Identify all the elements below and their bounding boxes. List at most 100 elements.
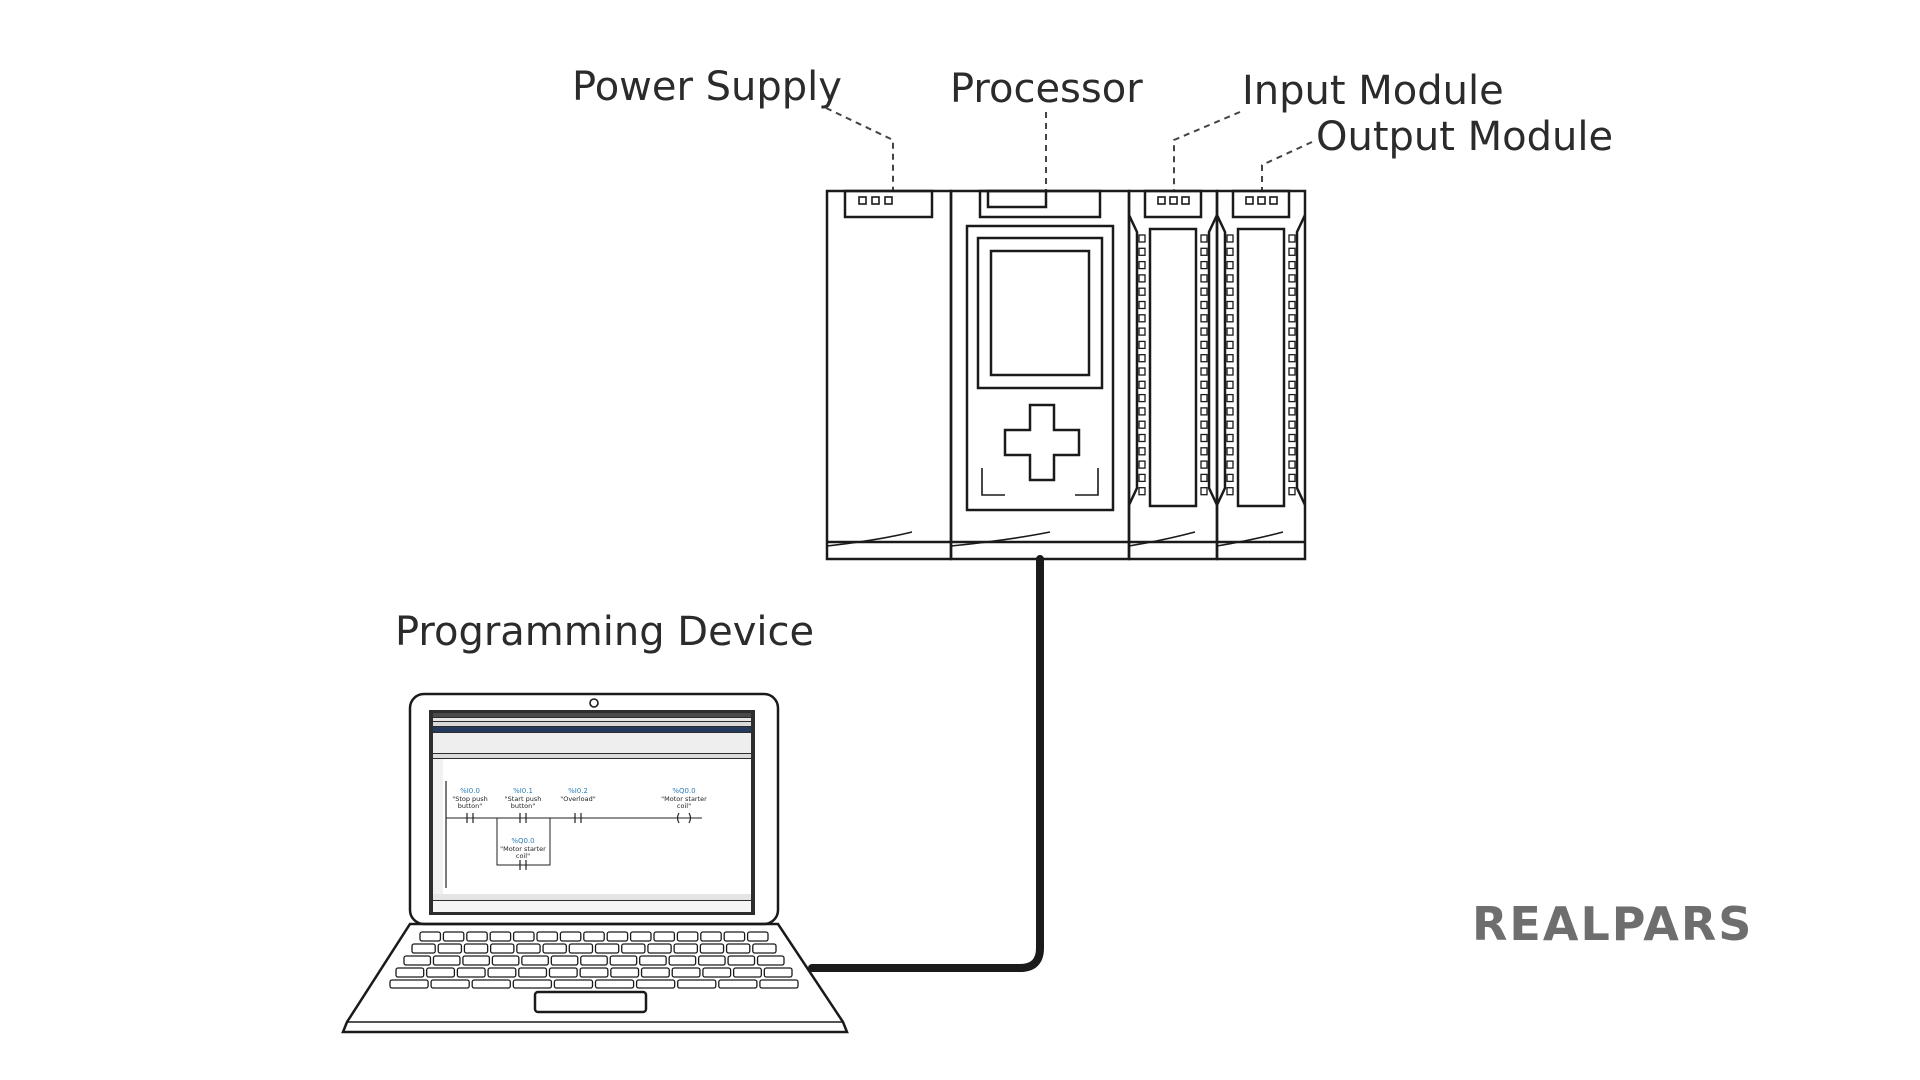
- keyboard-key: [548, 967, 578, 978]
- terminal-pin: [1226, 393, 1234, 403]
- keyboard-key: [718, 979, 758, 989]
- keyboard-key: [594, 979, 635, 989]
- input-module-leader: [1173, 111, 1241, 190]
- terminal-pin: [1138, 367, 1146, 376]
- terminal-pin: [1138, 274, 1146, 283]
- keyboard-key: [759, 979, 799, 989]
- keyboard-key: [580, 955, 608, 966]
- keyboard-key: [677, 979, 717, 989]
- keyboard-key: [763, 967, 793, 978]
- terminal-pin: [1138, 393, 1146, 403]
- terminal-pin: [1226, 380, 1234, 389]
- keyboard-key: [647, 943, 672, 954]
- terminal-pin: [1288, 300, 1296, 310]
- terminal-pin: [1200, 447, 1208, 456]
- terminal-pin: [1288, 247, 1296, 256]
- contact-name-1: "Start push: [505, 795, 542, 803]
- keyboard-key: [752, 943, 777, 954]
- terminal-pin: [1200, 487, 1208, 496]
- branch-name-2: coil": [516, 852, 530, 860]
- terminal-pin: [1200, 327, 1208, 336]
- terminal-pin: [1226, 314, 1234, 323]
- keyboard-key: [462, 955, 491, 966]
- terminal-pin: [1138, 247, 1146, 256]
- terminal-pin: [1226, 487, 1234, 496]
- contact-name-1: "Motor starter: [661, 795, 707, 803]
- branch-address: %Q0.0: [511, 837, 534, 845]
- terminal-pin: [1288, 340, 1296, 350]
- keyboard-key: [609, 955, 638, 966]
- terminal-pin: [1138, 473, 1146, 483]
- contact-address: %Q0.0: [672, 787, 695, 795]
- keyboard-key: [697, 955, 726, 966]
- power-supply-module: [825, 189, 953, 561]
- keyboard-key: [746, 931, 769, 942]
- terminal-pin: [1288, 234, 1296, 243]
- keyboard-key: [635, 979, 676, 989]
- keyboard-key: [389, 979, 429, 989]
- keyboard-key: [653, 931, 676, 942]
- keyboard-key: [732, 967, 762, 978]
- keyboard-key: [512, 979, 553, 989]
- contact-name-1: "Overload": [560, 795, 596, 803]
- terminal-pin: [1138, 487, 1146, 496]
- terminal-pin: [1226, 354, 1234, 363]
- keyboard-key: [676, 931, 699, 942]
- terminal-pin: [1226, 420, 1234, 429]
- keyboard-key: [542, 943, 567, 954]
- keyboard-key: [700, 931, 722, 942]
- keyboard-key: [521, 955, 549, 966]
- terminal-pin: [1288, 393, 1296, 403]
- terminal-pin: [1288, 260, 1296, 270]
- contact-address: %I0.1: [513, 787, 533, 795]
- d-pad-icon: [1003, 403, 1081, 482]
- terminal-pin: [1138, 407, 1146, 416]
- terminal-pin: [1226, 433, 1234, 443]
- keyboard-key: [594, 943, 620, 954]
- keyboard-key: [442, 931, 465, 942]
- terminal-pin: [1226, 327, 1234, 336]
- branch-name-1: "Motor starter: [500, 845, 546, 853]
- terminal-pin: [1226, 234, 1234, 243]
- keyboard-key: [466, 931, 488, 942]
- terminal-pin: [1138, 314, 1146, 323]
- keyboard-key: [456, 967, 486, 978]
- terminal-pin: [1138, 380, 1146, 389]
- terminal-pin: [1200, 300, 1208, 310]
- input-module-label: Input Module: [1242, 68, 1504, 114]
- terminal-pin: [1288, 274, 1296, 283]
- contact-address: %I0.0: [460, 787, 480, 795]
- keyboard-key: [426, 967, 456, 978]
- terminal-pin: [1200, 340, 1208, 350]
- terminal-pin: [1138, 300, 1146, 310]
- terminal-pin: [1226, 473, 1234, 483]
- keyboard-key: [723, 931, 746, 942]
- terminal-pin: [1226, 274, 1234, 283]
- terminal-pin: [1200, 234, 1208, 243]
- ladder-coil: [676, 812, 680, 824]
- keyboard-key: [621, 943, 646, 954]
- keyboard-key: [553, 979, 594, 989]
- terminal-pin: [1200, 314, 1208, 323]
- terminal-pin: [1226, 300, 1234, 310]
- keyboard-key: [489, 943, 515, 954]
- terminal-pin: [1138, 447, 1146, 456]
- keyboard-key: [512, 931, 535, 942]
- contact-name-2: button": [458, 802, 482, 810]
- terminal-pin: [1226, 260, 1234, 270]
- terminal-pin: [1226, 447, 1234, 456]
- terminal-pin: [1200, 354, 1208, 363]
- power-supply-leader: [825, 107, 894, 190]
- terminal-pin: [1288, 380, 1296, 389]
- keyboard-key: [411, 943, 436, 954]
- terminal-pin: [1200, 393, 1208, 403]
- keyboard-key: [536, 931, 559, 942]
- keyboard-key: [463, 943, 489, 954]
- contact-name-2: coil": [677, 802, 691, 810]
- keyboard-key: [403, 955, 432, 966]
- terminal-pin: [1226, 460, 1234, 469]
- terminal-pin: [1288, 460, 1296, 469]
- terminal-pin: [1138, 420, 1146, 429]
- keyboard-key: [568, 943, 594, 954]
